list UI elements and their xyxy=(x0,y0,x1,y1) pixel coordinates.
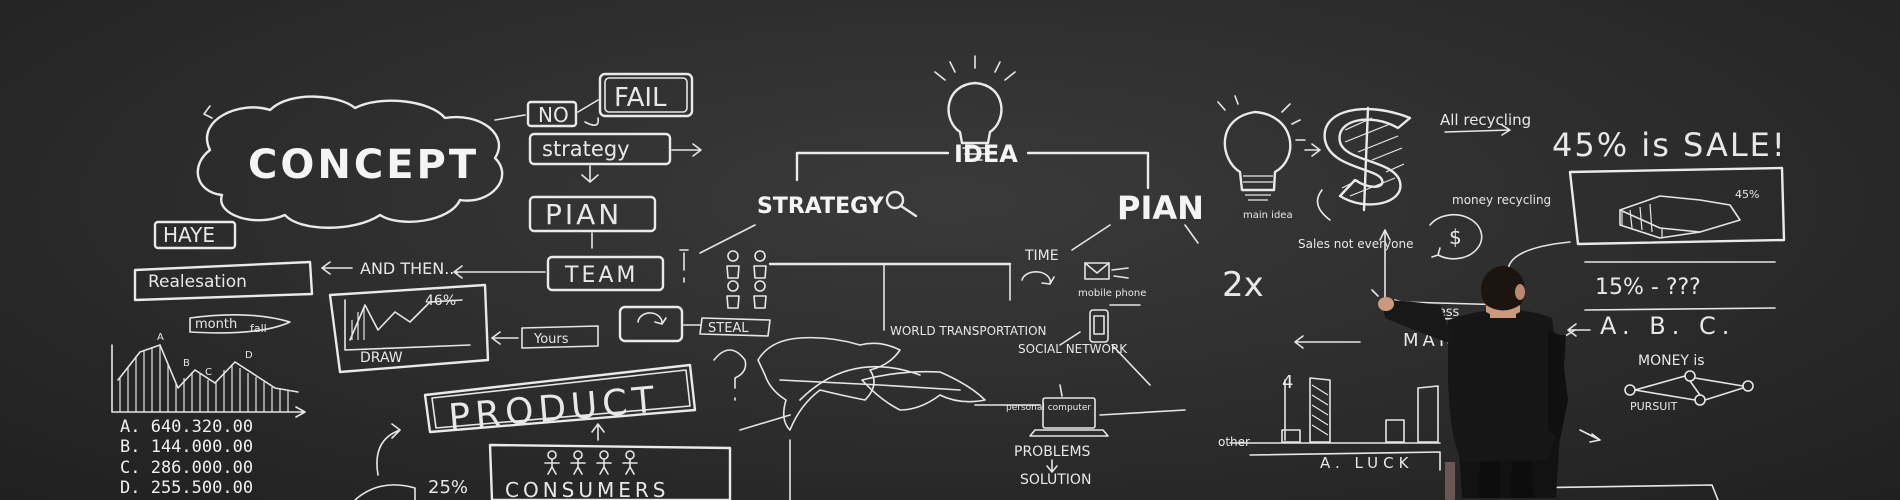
have-label: HAYE xyxy=(163,223,215,247)
magnifier-icon xyxy=(885,190,918,218)
strategy-mid-label: STRATEGY xyxy=(757,194,885,219)
businessman-figure xyxy=(1371,266,1568,500)
people-icon xyxy=(544,450,638,475)
chart-a-label: A xyxy=(157,332,164,343)
money-recycling-label: money recycling xyxy=(1452,193,1551,207)
personal-computer-label: personal computer xyxy=(1006,403,1091,413)
main-idea-label: main idea xyxy=(1243,210,1293,221)
problems-label: PROBLEMS xyxy=(1014,444,1091,460)
month-label: month xyxy=(195,317,237,332)
tree-branches: TIME mobile phone WORLD TRANSPORTATION S… xyxy=(768,248,1151,386)
figure-d: D. 255.500.00 xyxy=(120,478,253,498)
plan-left-label: PIAN xyxy=(545,198,622,231)
fail-label: FAIL xyxy=(614,83,667,113)
team-box: TEAM xyxy=(453,255,665,292)
other-label: other xyxy=(1218,435,1250,449)
product-banner: PRODUCT xyxy=(376,349,747,476)
laptop-icon: personal computer xyxy=(974,384,1186,437)
figures-list: A. 640.320.00 B. 144.000.00 C. 286.000.0… xyxy=(120,417,253,498)
people-grid xyxy=(726,250,767,309)
figure-b: B. 144.000.00 xyxy=(120,437,253,457)
exclaim-mark xyxy=(679,249,689,283)
cycle-box xyxy=(618,305,684,343)
chart-c-label: C xyxy=(205,367,212,378)
chart-b-label: B xyxy=(183,358,190,369)
dollar-icon xyxy=(1323,106,1412,212)
cycle-icon xyxy=(1021,271,1055,285)
two-x-label: 2x xyxy=(1222,265,1264,305)
draw-chart: 46% DRAW xyxy=(328,283,490,374)
fall-label: fall xyxy=(250,322,267,335)
strategy-box-label: strategy xyxy=(542,137,630,161)
lightbulb-icon: main idea xyxy=(1217,95,1321,221)
figure-a: A. 640.320.00 xyxy=(120,417,253,437)
envelope-icon xyxy=(1084,262,1129,280)
consumers-label: CONSUMERS xyxy=(505,478,670,500)
phone-icon xyxy=(1089,309,1109,343)
pie-pct-label: 45% xyxy=(1735,188,1759,201)
yours-steal: Yours STEAL xyxy=(491,305,771,349)
have-realisation: HAYE Realesation AND THEN... month fall xyxy=(133,220,459,335)
four-label: 4 xyxy=(1282,372,1293,393)
pursuit-label: PURSUIT xyxy=(1630,400,1678,413)
concept-cloud: CONCEPT xyxy=(196,95,504,229)
recycling-arrow xyxy=(1444,124,1511,136)
left-bar-chart: A B C D xyxy=(111,332,306,418)
figure-c: C. 286.000.00 xyxy=(120,458,253,478)
plan-left-box: PIAN xyxy=(528,195,657,249)
a-luck-label: A. LUCK xyxy=(1320,454,1413,472)
pct-line-label: 15% - ??? xyxy=(1595,275,1701,300)
abc-label: A. B. C. xyxy=(1600,312,1735,340)
world-transportation-label: WORLD TRANSPORTATION xyxy=(890,324,1047,338)
draw-label: DRAW xyxy=(360,350,403,366)
team-label: TEAM xyxy=(564,263,638,288)
hand xyxy=(1378,297,1394,311)
sales-not-everyone: Sales not everyone xyxy=(1298,237,1413,251)
consumers-pct: 25% xyxy=(428,477,468,498)
draw-pct-label: 46% xyxy=(425,293,456,309)
problems-arrow xyxy=(1046,459,1058,473)
lightbulb-icon xyxy=(934,55,1016,161)
mobile-phone-label: mobile phone xyxy=(1078,288,1146,299)
chart-d-label: D xyxy=(245,350,253,361)
abc-arrow xyxy=(1567,323,1591,337)
idea-tree: IDEA STRATEGY PIAN xyxy=(699,55,1204,254)
strategy-box: strategy xyxy=(528,132,702,183)
sales-curve xyxy=(1316,189,1331,221)
sale-headline: 45% is SALE! xyxy=(1552,126,1787,164)
money-is-label: MONEY is xyxy=(1638,353,1705,369)
all-recycling-label: All recycling xyxy=(1440,111,1531,129)
solution-label: SOLUTION xyxy=(1020,472,1091,488)
dollar-sign-label: $ xyxy=(1449,225,1462,249)
money-cycle: money recycling $ xyxy=(1379,193,1551,311)
cycle-icon xyxy=(637,312,667,325)
realisation-label: Realesation xyxy=(148,272,247,292)
yours-label: Yours xyxy=(533,332,569,347)
and-then-label: AND THEN... xyxy=(360,259,459,278)
time-label: TIME xyxy=(1024,248,1059,264)
consumers-box: CONSUMERS 25% xyxy=(354,443,732,500)
no-label: NO xyxy=(538,103,569,127)
divider-line-2 xyxy=(1584,307,1776,311)
pie-chart-box: 45% xyxy=(1507,166,1786,271)
steal-label: STEAL xyxy=(708,321,749,336)
no-fail-group: NO FAIL xyxy=(494,72,694,128)
idea-label: IDEA xyxy=(954,140,1018,168)
concept-label: CONCEPT xyxy=(248,142,479,188)
money-pursuit: MONEY is PURSUIT xyxy=(1624,353,1754,413)
pursuit-arrow xyxy=(1579,429,1601,443)
plan-mid-label: PIAN xyxy=(1117,189,1204,227)
social-network-label: SOCIAL NETWORK xyxy=(1018,342,1128,356)
world-map xyxy=(739,336,986,500)
